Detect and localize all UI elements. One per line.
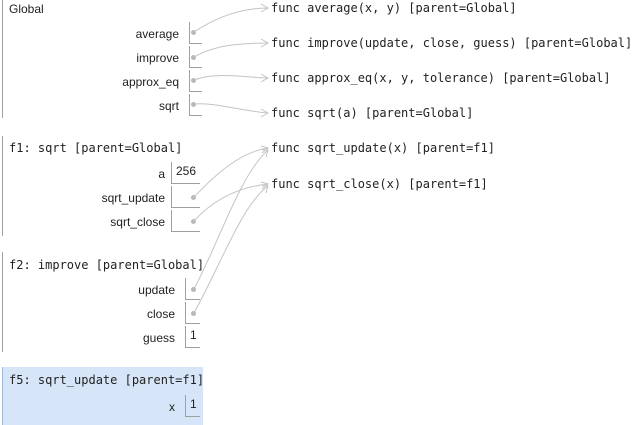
var-name-sqrt: sqrt	[158, 99, 179, 113]
frame-title: Global	[9, 2, 44, 16]
var-value-a: 256	[176, 164, 197, 178]
var-name-approx-eq: approx_eq	[122, 75, 179, 89]
func-object-sqrt-close: func sqrt_close(x) [parent=f1]	[271, 177, 488, 191]
var-box-sqrt-close	[171, 210, 200, 232]
pointer-dot-sqrt-close[interactable]	[191, 219, 196, 224]
var-box-close	[185, 302, 200, 324]
arrow-sqrt-close	[193, 181, 270, 222]
var-box-sqrt-update	[171, 186, 200, 208]
var-box-approx-eq	[189, 70, 202, 92]
var-value-x: 1	[190, 397, 197, 411]
pointer-dot-improve[interactable]	[191, 55, 196, 60]
pointer-dot-close[interactable]	[191, 311, 196, 316]
var-name-average: average	[135, 27, 179, 41]
var-box-update	[185, 278, 200, 300]
var-box-guess: 1	[185, 326, 200, 348]
var-box-sqrt	[189, 94, 202, 116]
var-name-sqrt-update: sqrt_update	[101, 191, 165, 205]
var-name-improve: improve	[136, 51, 179, 65]
var-name-sqrt-close: sqrt_close	[110, 215, 165, 229]
frame-f2-improve: f2: improve [parent=Global] update close…	[2, 252, 205, 352]
frame-title: f5: sqrt_update [parent=f1]	[9, 373, 205, 387]
var-box-improve	[189, 46, 202, 68]
func-object-sqrt: func sqrt(a) [parent=Global]	[271, 106, 474, 120]
pointer-dot-sqrt[interactable]	[191, 102, 196, 107]
var-box-x: 1	[185, 395, 200, 417]
arrow-average	[193, 3, 270, 33]
var-name-a: a	[158, 167, 165, 181]
frame-title: f1: sqrt [parent=Global]	[9, 141, 183, 155]
pointer-dot-average[interactable]	[191, 30, 196, 35]
arrow-close	[193, 185, 269, 314]
var-name-close: close	[146, 307, 175, 321]
func-object-improve: func improve(update, close, guess) [pare…	[271, 36, 633, 50]
func-object-approx-eq: func approx_eq(x, y, tolerance) [parent=…	[271, 71, 611, 85]
frame-global: Global average improve approx_eq sqrt	[2, 0, 203, 118]
var-value-guess: 1	[190, 328, 197, 342]
var-name-guess: guess	[142, 331, 175, 345]
arrow-improve	[193, 38, 270, 58]
arrow-sqrt	[193, 103, 270, 118]
frame-f1-sqrt: f1: sqrt [parent=Global] a 256 sqrt_upda…	[2, 136, 203, 236]
var-name-x: x	[169, 400, 175, 414]
func-object-average: func average(x, y) [parent=Global]	[271, 1, 517, 15]
pointer-dot-sqrt-update[interactable]	[191, 195, 196, 200]
arrow-sqrt-update	[193, 145, 270, 198]
var-box-a: 256	[171, 162, 200, 184]
arrow-update	[193, 149, 269, 290]
arrow-approx-eq	[193, 73, 270, 83]
var-name-update: update	[138, 283, 175, 297]
func-object-sqrt-update: func sqrt_update(x) [parent=f1]	[271, 141, 495, 155]
frame-f5-sqrt-update: f5: sqrt_update [parent=f1] x 1	[2, 367, 205, 425]
pointer-dot-approx-eq[interactable]	[191, 78, 196, 83]
pointer-dot-update[interactable]	[191, 287, 196, 292]
frame-title: f2: improve [parent=Global]	[9, 258, 205, 272]
